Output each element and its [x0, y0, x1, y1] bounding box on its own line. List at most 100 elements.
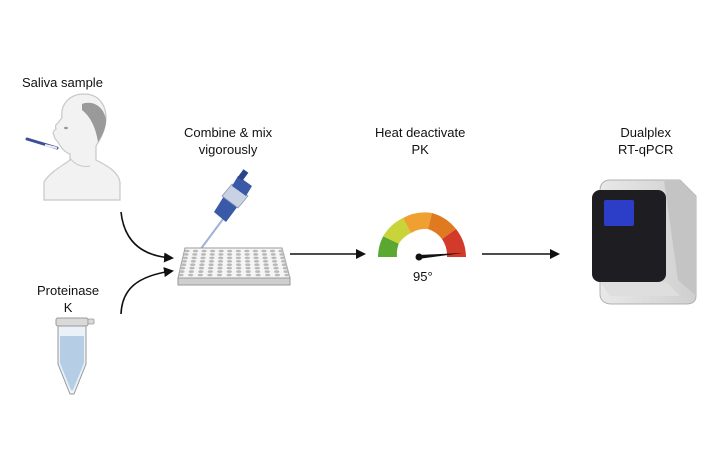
- plate-well: [245, 270, 251, 273]
- plate-well: [226, 260, 233, 263]
- plate-well: [255, 273, 261, 277]
- plate-well: [199, 260, 206, 263]
- plate-well: [217, 270, 223, 273]
- combine-label: Combine & mix vigorously: [184, 125, 273, 157]
- plate-well: [208, 260, 215, 263]
- plate-well: [199, 263, 205, 267]
- plate-well: [200, 253, 207, 256]
- plate-well: [208, 266, 214, 270]
- plate-well: [192, 249, 199, 253]
- plate-well: [181, 260, 187, 263]
- plate-well: [270, 253, 276, 256]
- plate-well: [252, 249, 258, 253]
- plate-well: [217, 263, 223, 267]
- plate-well: [218, 256, 224, 260]
- plate-well: [272, 263, 278, 267]
- plate-well: [262, 260, 269, 263]
- plate-well: [209, 253, 215, 256]
- plate-well: [271, 256, 277, 260]
- pcr-label: Dualplex RT-qPCR: [618, 125, 674, 157]
- heat-label: Heat deactivate PK: [375, 125, 466, 157]
- plate-well: [227, 249, 233, 253]
- plate-well: [264, 270, 270, 273]
- plate-well: [273, 266, 279, 270]
- plate-well: [218, 253, 224, 256]
- plate-well: [272, 260, 278, 263]
- plate-well: [218, 249, 224, 253]
- plate-well: [244, 256, 250, 260]
- plate-well: [178, 273, 184, 277]
- plate-well: [226, 270, 232, 273]
- plate-well: [245, 263, 251, 267]
- plate-well: [188, 270, 194, 273]
- plate-well: [282, 266, 288, 270]
- plate-well: [245, 273, 252, 277]
- plate-well: [253, 260, 260, 263]
- arrow-saliva-to-plate: [120, 211, 174, 263]
- plate-well: [283, 270, 289, 273]
- arrow-pk-to-plate: [120, 267, 174, 315]
- plate-well: [235, 256, 241, 260]
- plate-well: [226, 266, 232, 270]
- plate-well: [278, 249, 284, 253]
- plate-well: [281, 263, 287, 267]
- plate-well: [245, 266, 251, 270]
- plate-well: [217, 260, 224, 263]
- plate-well: [280, 256, 286, 260]
- saliva-label: Saliva sample: [22, 75, 103, 90]
- plate-well: [265, 273, 271, 277]
- plate-well: [188, 273, 194, 277]
- plate-well: [210, 249, 216, 253]
- plate-well: [207, 273, 213, 277]
- plate-well: [190, 260, 196, 263]
- plate-well: [261, 249, 267, 253]
- qpcr-machine-icon: [592, 179, 697, 305]
- plate-well: [263, 263, 269, 267]
- plate-well: [182, 256, 188, 260]
- plate-well: [253, 253, 259, 256]
- plate-well: [189, 266, 195, 270]
- pipette-icon: [199, 169, 252, 251]
- plate-well: [236, 273, 242, 277]
- plate-well: [254, 266, 260, 270]
- plate-well: [264, 266, 270, 270]
- plate-well: [180, 266, 186, 270]
- tube-icon: [55, 317, 95, 395]
- plate-well: [227, 253, 233, 256]
- plate-well: [183, 253, 189, 256]
- plate-well: [284, 273, 290, 277]
- plate-well: [236, 270, 242, 273]
- plate-well: [236, 266, 242, 270]
- well-plate-icon: [177, 247, 291, 286]
- plate-well: [216, 273, 223, 277]
- plate-well: [244, 249, 250, 253]
- plate-well: [274, 270, 280, 273]
- plate-well: [190, 263, 196, 267]
- plate-well: [254, 263, 260, 267]
- plate-well: [191, 256, 197, 260]
- plate-well: [198, 266, 204, 270]
- plate-well: [209, 256, 215, 260]
- plate-well: [226, 273, 232, 277]
- plate-well: [236, 263, 242, 267]
- plate-well: [208, 263, 214, 267]
- proteinase-label: Proteinase K: [37, 283, 100, 315]
- plate-well: [244, 260, 251, 263]
- plate-well: [235, 253, 241, 256]
- plate-well: [262, 256, 268, 260]
- plate-well: [269, 249, 276, 253]
- plate-well: [181, 263, 187, 267]
- plate-well: [201, 249, 207, 253]
- plate-well: [235, 249, 241, 253]
- plate-well: [184, 249, 190, 253]
- plate-well: [197, 273, 203, 277]
- gauge-icon: [378, 212, 466, 261]
- person-swab-icon: [25, 93, 121, 201]
- plate-well: [281, 260, 287, 263]
- plate-well: [274, 273, 280, 277]
- plate-well: [192, 253, 198, 256]
- plate-well: [207, 270, 213, 273]
- plate-well: [255, 270, 261, 273]
- plate-well: [261, 253, 268, 256]
